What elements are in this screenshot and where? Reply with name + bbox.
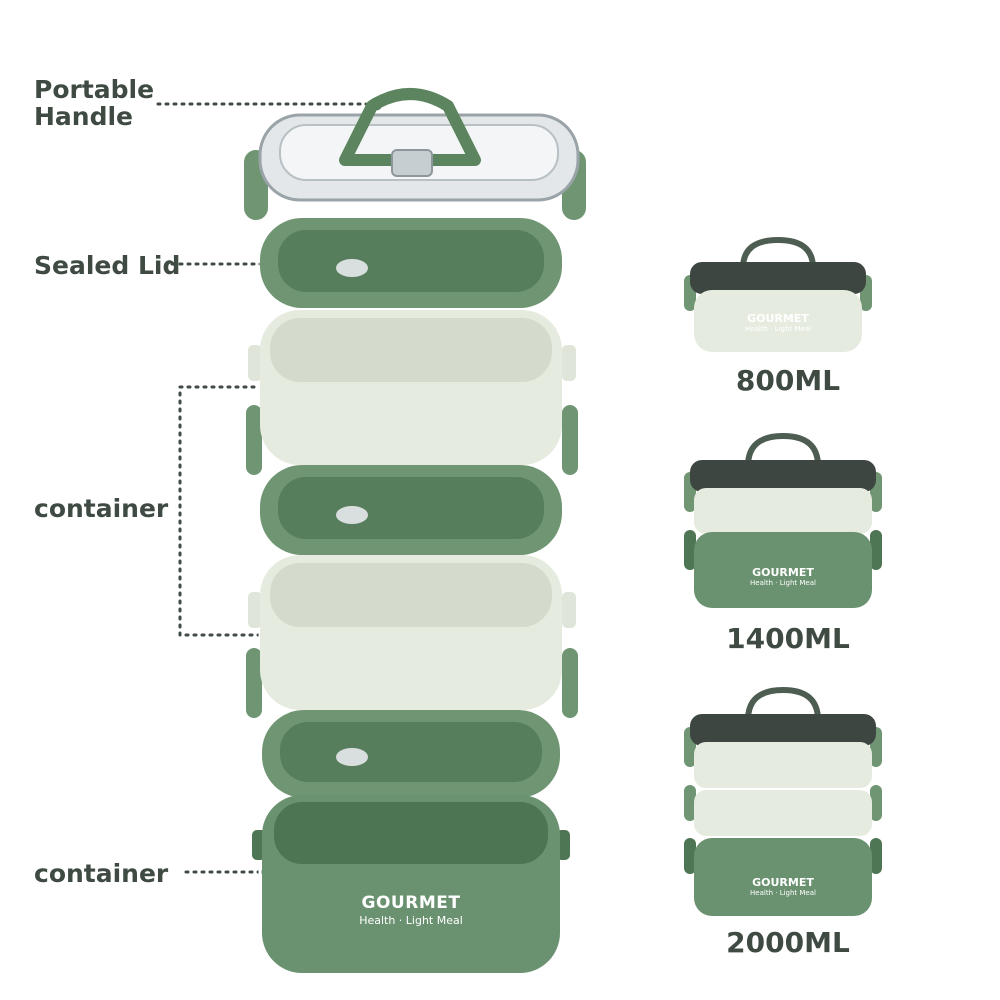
brand-mark-1400: GOURMET Health · Light Meal	[694, 566, 872, 587]
leader-container-bracket	[178, 385, 264, 637]
brand-name: GOURMET	[361, 893, 461, 913]
brand-mark-base: GOURMET Health · Light Meal	[262, 893, 560, 927]
brand-tagline: Health · Light Meal	[750, 889, 816, 897]
container-lower-label: container	[34, 859, 169, 888]
brand-tagline: Health · Light Meal	[750, 579, 816, 587]
brand-name: GOURMET	[752, 876, 814, 889]
leader-lines	[156, 102, 372, 874]
variant-1400ml-image	[684, 432, 882, 608]
capacity-2000ml: 2000ML	[726, 926, 850, 959]
capacity-800ml: 800ML	[735, 364, 841, 397]
variant-800ml-image	[684, 236, 872, 352]
brand-tagline: Health · Light Meal	[359, 914, 463, 927]
sealed-lid-2	[260, 465, 562, 555]
container-base	[252, 795, 570, 973]
brand-name: GOURMET	[752, 566, 814, 579]
sealed-lid-label: Sealed Lid	[34, 251, 181, 280]
sealed-lid-3	[262, 710, 560, 798]
container-tier-2	[246, 555, 578, 718]
capacity-1400ml: 1400ML	[726, 622, 850, 655]
portable-handle-label: Portable Handle	[34, 75, 155, 131]
brand-mark-2000: GOURMET Health · Light Meal	[694, 876, 872, 897]
sealed-lid-1	[260, 218, 562, 308]
brand-mark-800: GOURMET Health · Light Meal	[694, 312, 862, 333]
variant-2000ml-image	[684, 686, 882, 916]
brand-name: GOURMET	[747, 312, 809, 325]
container-tier-1	[246, 310, 578, 475]
brand-tagline: Health · Light Meal	[745, 325, 811, 333]
clear-top-lid	[244, 88, 586, 220]
container-upper-label: container	[34, 494, 169, 523]
